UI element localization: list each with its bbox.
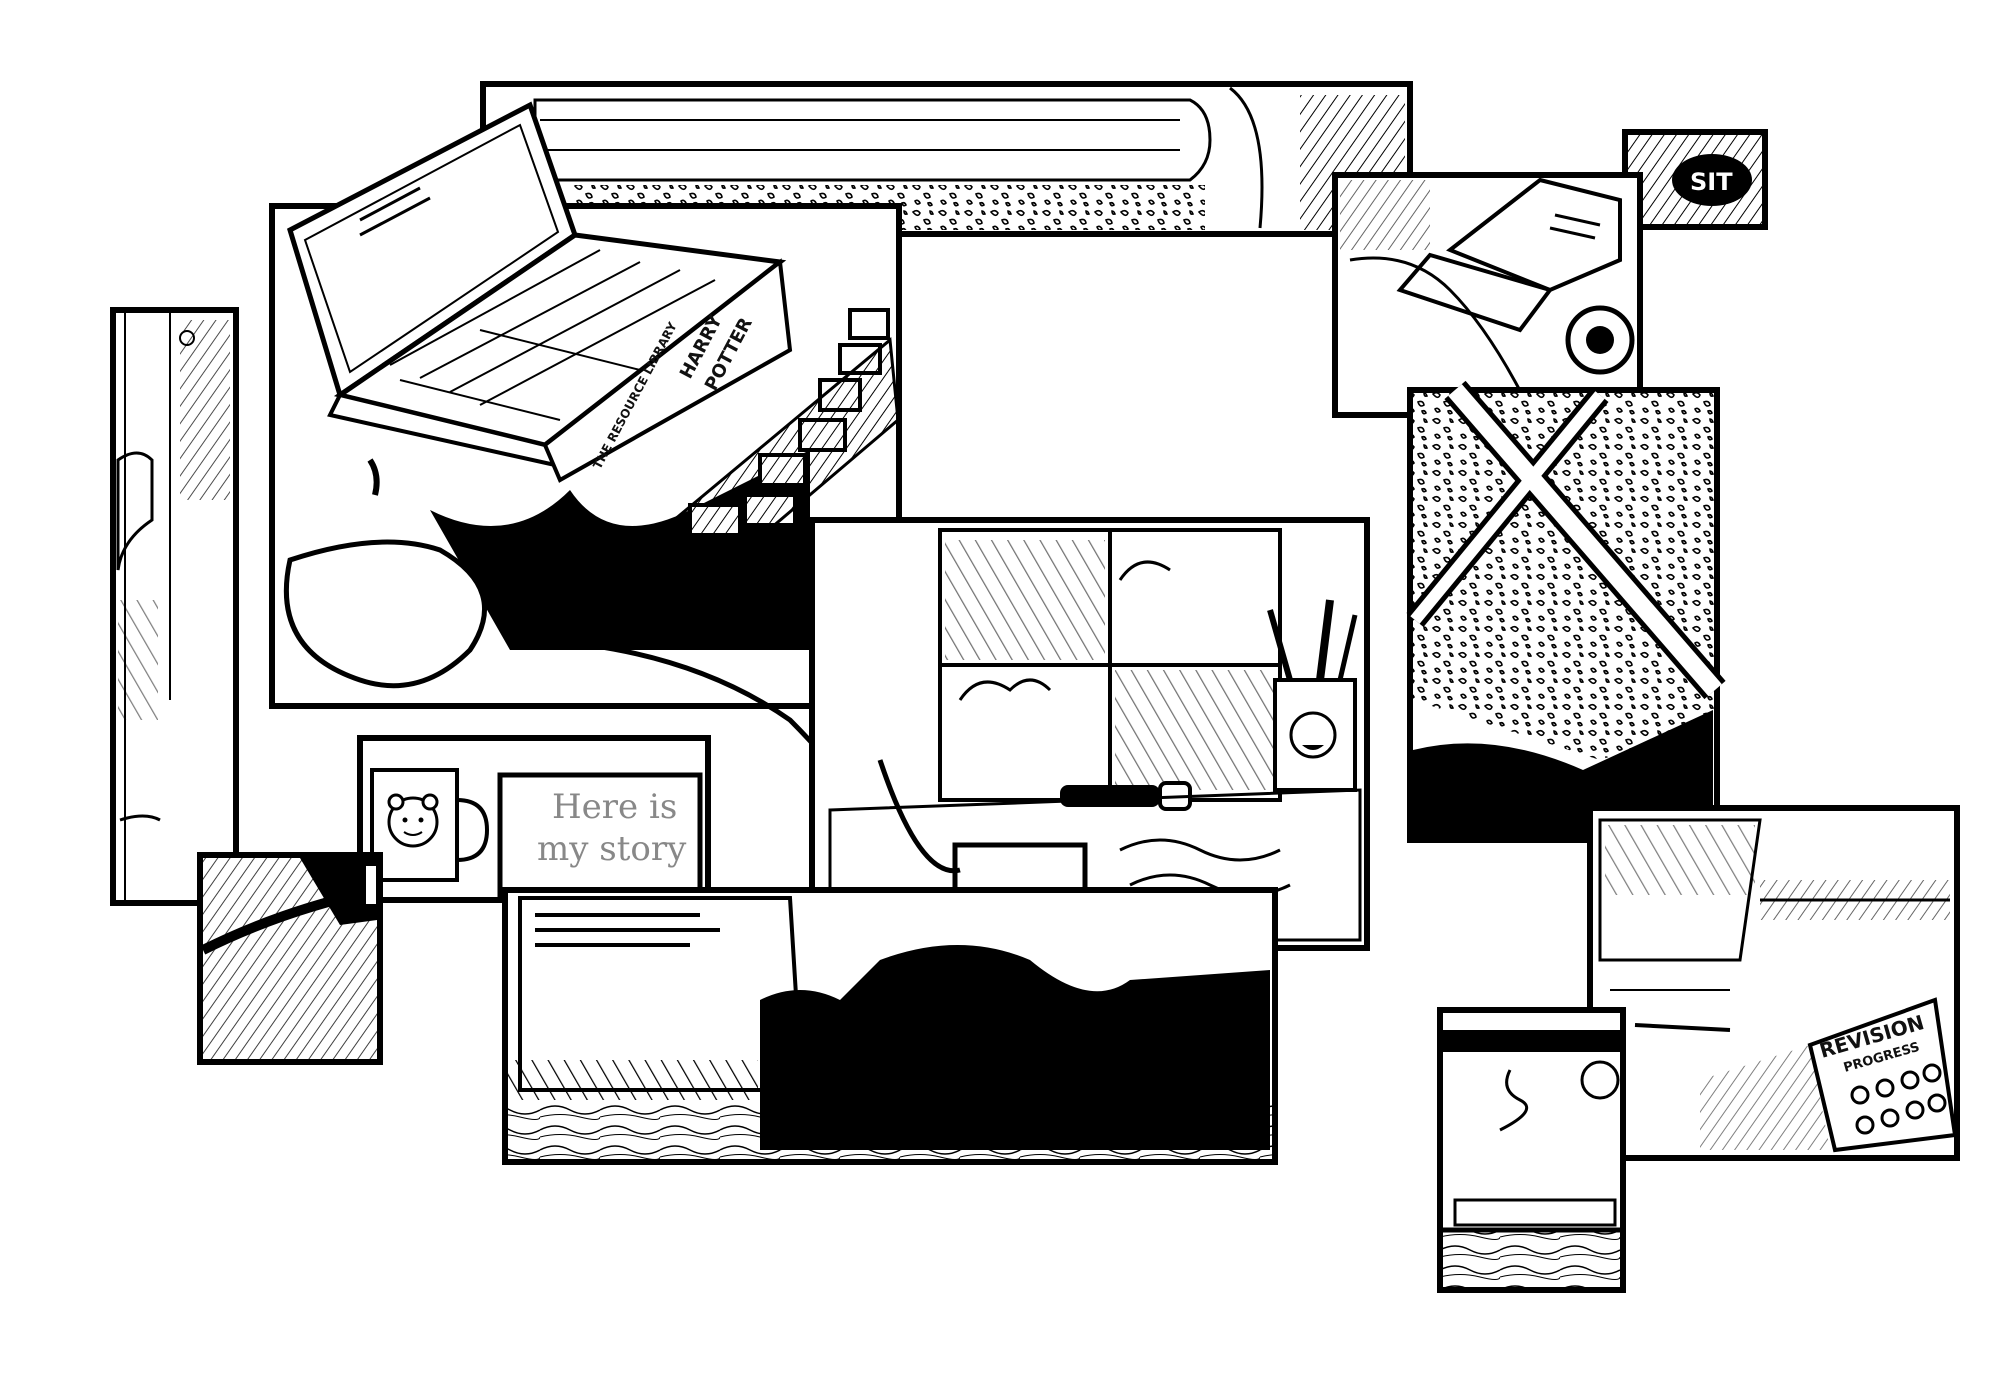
story-line-1: Here is (552, 787, 677, 827)
panel-laptop-lamp (1332, 172, 1643, 418)
panel-bottle (110, 307, 239, 906)
revision-dots (1850, 1063, 1947, 1135)
sticker-text: SIT (1690, 168, 1733, 196)
panel-corkboard (1406, 380, 1726, 843)
panel-desk-narrow (1437, 1007, 1626, 1293)
story-line-2: my story (537, 829, 687, 869)
panel-laptop-books: HARRY POTTER THE RESOURCE LIBRARY (269, 101, 923, 882)
panel-leaf (197, 852, 383, 1065)
story-screen (497, 772, 703, 898)
panel-sticker: SIT (1622, 129, 1768, 230)
panel-monitor-desk (502, 887, 1278, 1165)
panel-revision: REVISION PROGRESS (1587, 805, 1960, 1161)
bear-sticker-icon (1580, 1060, 1620, 1100)
panel-mug-story: Here is my story (357, 735, 711, 903)
